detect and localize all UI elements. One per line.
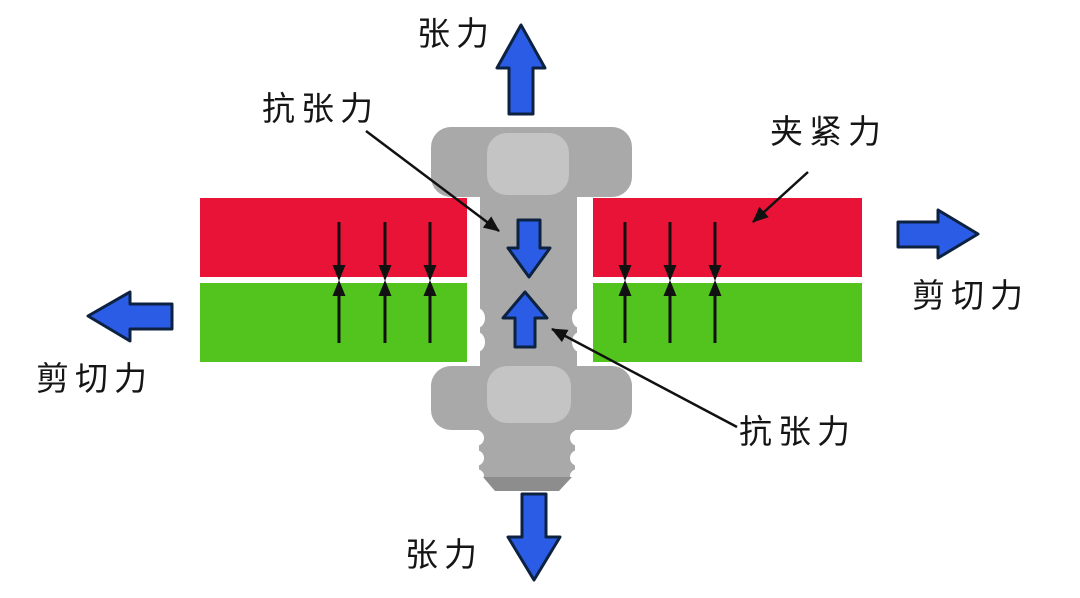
bolt-head-face xyxy=(487,133,569,195)
shear-arrow-left xyxy=(86,290,174,343)
anti-tension-arrow-down xyxy=(506,218,552,279)
label-shear-left: 剪切力 xyxy=(36,359,153,398)
clamp-arrow-pair xyxy=(332,222,346,343)
leader-anti-tension-bottom xyxy=(551,327,738,429)
clamp-arrow-pair xyxy=(423,222,437,343)
anti-tension-arrow-up xyxy=(501,290,549,349)
clamp-arrows xyxy=(332,222,722,343)
label-anti-tension-top: 抗张力 xyxy=(262,89,379,128)
label-clamping-force: 夹紧力 xyxy=(770,112,887,151)
shear-arrow-right xyxy=(896,208,980,260)
stud-thread-notches xyxy=(468,430,586,483)
label-anti-tension-bottom: 抗张力 xyxy=(739,412,856,451)
tension-arrow-down xyxy=(506,492,562,582)
clamp-arrow-pair xyxy=(618,222,632,343)
upper-plate-left xyxy=(200,198,467,277)
tension-arrow-up xyxy=(495,23,547,116)
threaded-stud xyxy=(479,425,575,478)
lower-plate-left xyxy=(200,283,467,362)
clamp-arrow-pair xyxy=(663,222,677,343)
leader-anti-tension-top xyxy=(365,130,500,232)
nut-face xyxy=(487,366,571,423)
lower-plate-right xyxy=(593,283,862,362)
clamp-arrow-pair xyxy=(708,222,722,343)
leader-clamping-force xyxy=(752,171,809,223)
label-tension-top: 张力 xyxy=(417,14,495,53)
upper-plate-right xyxy=(593,198,862,277)
clamp-arrow-pair xyxy=(378,222,392,343)
stud-chamfer xyxy=(483,477,572,491)
label-tension-bottom: 张力 xyxy=(405,535,483,574)
label-shear-right: 剪切力 xyxy=(912,276,1029,315)
